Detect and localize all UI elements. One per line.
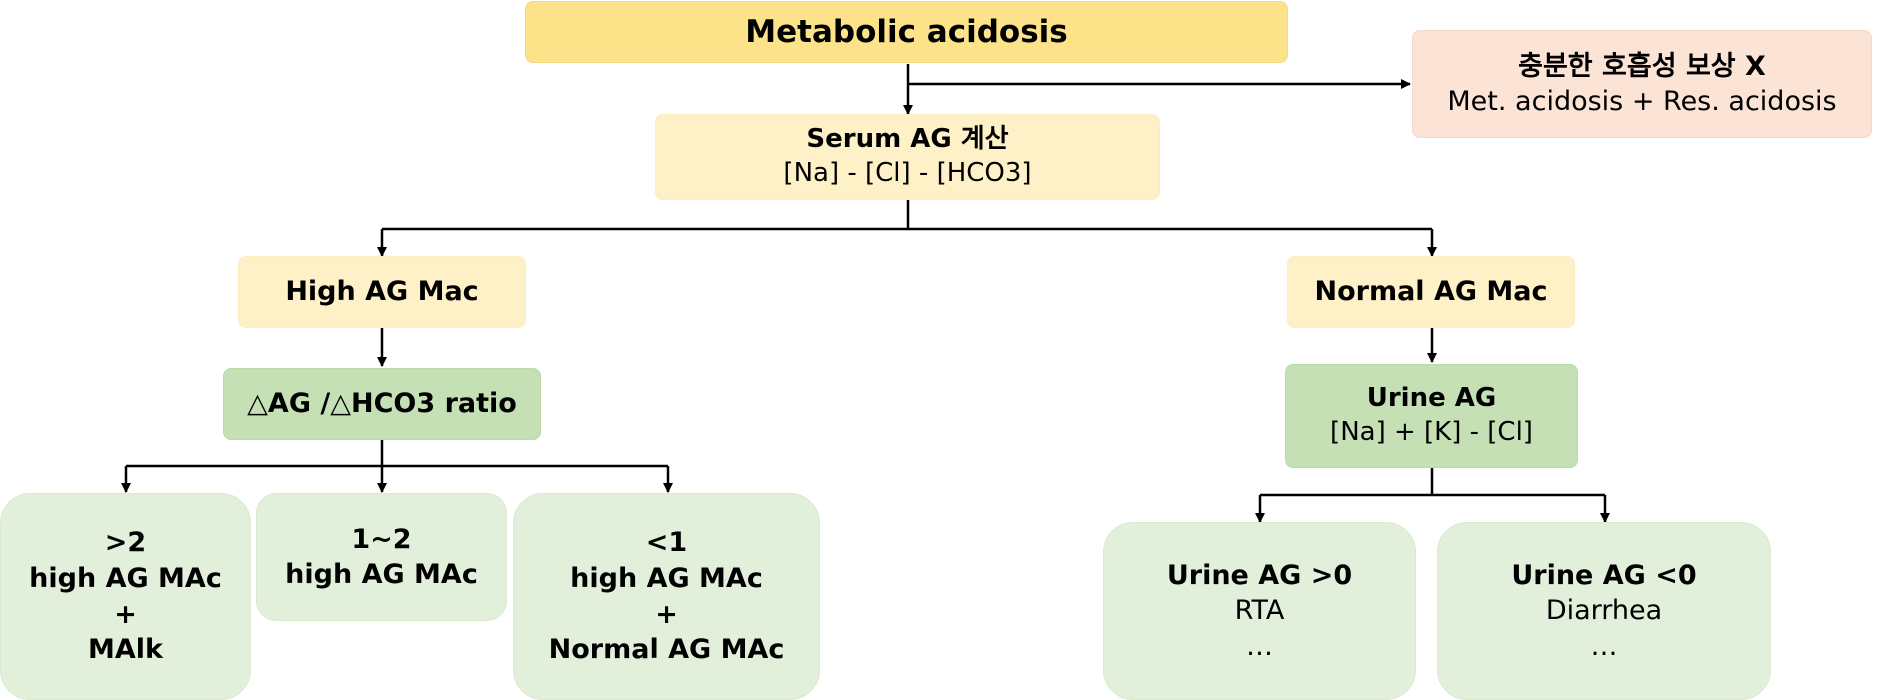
node-title: Urine AG <0: [1511, 560, 1697, 592]
node-title: High AG Mac: [285, 276, 479, 308]
node-ratio-gt2: >2 high AG MAc + MAlk: [0, 493, 251, 700]
node-title: △AG /△HCO3 ratio: [247, 388, 517, 420]
node-high-ag-mac: High AG Mac: [238, 256, 526, 328]
node-more: …: [1246, 630, 1273, 662]
node-normal-ag-mac: Normal AG Mac: [1287, 256, 1575, 328]
node-urine-ag-positive: Urine AG >0 RTA …: [1103, 522, 1416, 700]
node-title: 충분한 호흡성 보상 X: [1518, 50, 1766, 82]
node-cause: RTA: [1234, 595, 1285, 627]
node-label: >2: [104, 526, 147, 558]
node-plus: +: [114, 598, 137, 630]
node-line1: high AG MAc: [285, 559, 478, 590]
node-plus: +: [655, 598, 678, 630]
node-title: Urine AG >0: [1166, 560, 1353, 592]
node-line2: Normal AG MAc: [548, 634, 785, 666]
node-subtitle: Met. acidosis + Res. acidosis: [1447, 86, 1837, 117]
node-ratio-lt1: <1 high AG MAc + Normal AG MAc: [513, 493, 820, 700]
node-metabolic-acidosis: Metabolic acidosis: [525, 1, 1288, 63]
node-label: 1~2: [351, 523, 412, 555]
node-ratio-1-2: 1~2 high AG MAc: [256, 493, 507, 621]
node-urine-ag: Urine AG [Na] + [K] - [Cl]: [1285, 364, 1578, 468]
node-serum-ag: Serum AG 계산 [Na] - [Cl] - [HCO3]: [655, 114, 1160, 200]
node-title: Urine AG: [1366, 383, 1497, 414]
node-more: …: [1590, 630, 1618, 662]
node-formula: [Na] + [K] - [Cl]: [1330, 417, 1533, 447]
node-line1: high AG MAc: [570, 562, 763, 594]
node-title: Metabolic acidosis: [745, 13, 1068, 50]
node-title: Serum AG 계산: [806, 124, 1009, 155]
node-line2: MAlk: [88, 634, 163, 666]
node-respiratory-compensation: 충분한 호흡성 보상 X Met. acidosis + Res. acidos…: [1412, 30, 1872, 138]
node-label: <1: [645, 526, 688, 558]
node-formula: [Na] - [Cl] - [HCO3]: [783, 158, 1032, 188]
node-title: Normal AG Mac: [1314, 276, 1548, 308]
node-urine-ag-negative: Urine AG <0 Diarrhea …: [1437, 522, 1771, 700]
node-cause: Diarrhea: [1545, 595, 1663, 627]
node-delta-ratio: △AG /△HCO3 ratio: [223, 368, 541, 440]
node-line1: high AG MAc: [29, 562, 222, 594]
